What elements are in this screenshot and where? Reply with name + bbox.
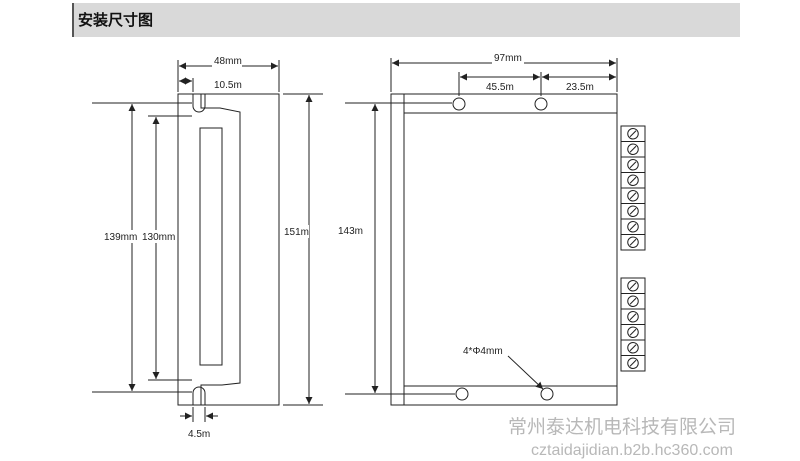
terminal-screw-slot xyxy=(629,223,637,231)
label-45-5m: 45.5m xyxy=(486,82,514,93)
hole-top-right xyxy=(534,97,548,111)
label-hole-spec: 4*Φ4mm xyxy=(463,346,503,357)
terminal-screw-slot xyxy=(629,328,637,336)
hole-bottom-right xyxy=(540,387,554,401)
terminal-screw-slot xyxy=(629,145,637,153)
terminal-screw-slot xyxy=(629,344,637,352)
terminal-screw-slot xyxy=(629,192,637,200)
terminal-screw-slot xyxy=(629,161,637,169)
label-130mm: 130mm xyxy=(142,232,175,243)
section-header: 安装尺寸图 xyxy=(72,3,740,37)
label-139mm: 139mm xyxy=(104,232,137,243)
side-body-outline xyxy=(390,93,618,406)
side-view xyxy=(345,58,618,406)
front-labels: 48mm 10.5m 139mm 130mm 151m 4.5m xyxy=(104,56,309,440)
terminal-screw-slot xyxy=(629,238,637,246)
terminal-screw-slot xyxy=(629,313,637,321)
watermark-url: cztaidajidian.b2b.hc360.com xyxy=(531,442,733,459)
label-10-5m: 10.5m xyxy=(214,80,242,91)
hole-bottom-left xyxy=(455,387,469,401)
front-top-notch xyxy=(192,94,206,113)
terminal-screw-slot xyxy=(629,130,637,138)
watermark-company: 常州泰达机电科技有限公司 xyxy=(508,416,736,438)
front-view xyxy=(92,60,323,422)
terminal-cell xyxy=(620,234,646,251)
terminal-cell xyxy=(620,355,646,372)
label-48mm: 48mm xyxy=(214,56,242,67)
hole-top-left xyxy=(452,97,466,111)
hole-leader xyxy=(507,355,544,390)
terminal-screw-slot xyxy=(629,297,637,305)
label-23-5m: 23.5m xyxy=(566,82,594,93)
label-143m: 143m xyxy=(338,226,363,237)
label-97mm: 97mm xyxy=(494,53,522,64)
front-bottom-notch xyxy=(192,386,206,405)
label-4-5m: 4.5m xyxy=(188,429,210,440)
front-body-outline xyxy=(177,93,280,406)
section-title: 安装尺寸图 xyxy=(78,11,154,29)
terminal-screw-slot xyxy=(629,359,637,367)
side-labels: 97mm 45.5m 23.5m 143m 4*Φ4mm xyxy=(338,53,594,357)
terminal-screw-slot xyxy=(629,282,637,290)
front-window xyxy=(199,127,223,366)
terminal-block-top xyxy=(620,125,646,251)
label-151m: 151m xyxy=(284,227,309,238)
terminal-block-bottom xyxy=(620,277,646,372)
terminal-screw-slot xyxy=(629,207,637,215)
terminal-screw-slot xyxy=(629,176,637,184)
watermark: 常州泰达机电科技有限公司 cztaidajidian.b2b.hc360.com xyxy=(508,416,736,459)
